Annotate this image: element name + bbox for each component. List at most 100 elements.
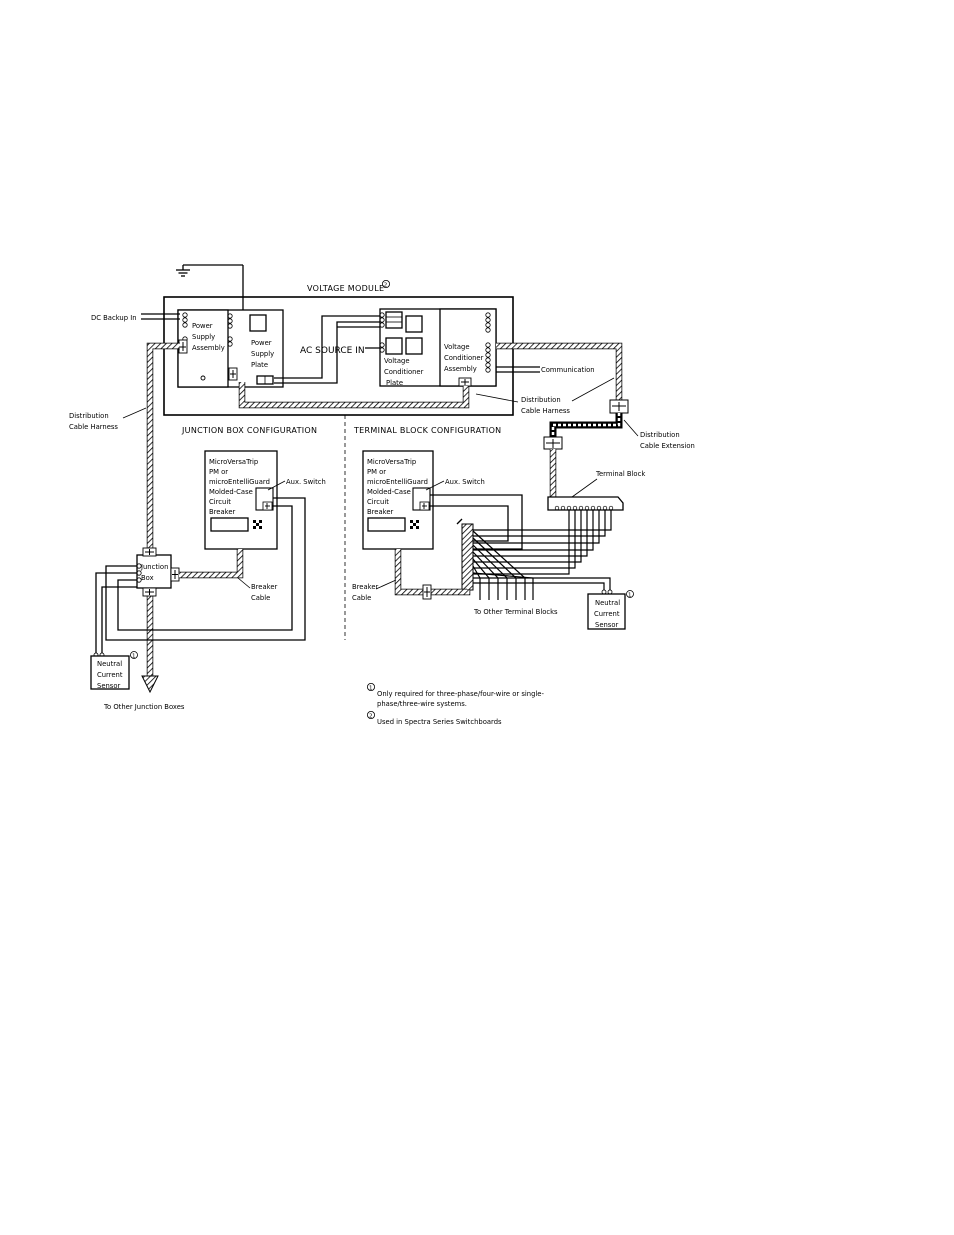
note1: 1 Only required for three-phase/four-wir… xyxy=(366,683,544,708)
note1-marker-left-icon: 1 xyxy=(130,651,138,660)
svg-text:Molded-Case: Molded-Case xyxy=(367,488,411,496)
voltage-module-enclosure xyxy=(163,296,514,416)
svg-text:Power: Power xyxy=(251,339,272,347)
note2-marker-icon: 2 xyxy=(381,279,390,289)
breaker-cable-right-plug-icon xyxy=(422,584,432,600)
svg-text:1: 1 xyxy=(628,593,632,599)
terminal-block-coil-icon xyxy=(554,505,614,511)
svg-text:Plate: Plate xyxy=(386,379,403,387)
junction-box-label: Junction Box xyxy=(140,563,168,582)
svg-text:Sensor: Sensor xyxy=(97,682,121,690)
svg-text:Breaker: Breaker xyxy=(209,508,236,516)
neutral-current-sensor-right-label: Neutral Current Sensor xyxy=(594,599,620,629)
svg-text:Cable Harness: Cable Harness xyxy=(69,423,118,431)
svg-text:Sensor: Sensor xyxy=(595,621,619,629)
svg-text:MicroVersaTrip: MicroVersaTrip xyxy=(209,458,258,466)
svg-text:Voltage: Voltage xyxy=(444,343,470,351)
svg-text:Molded-Case: Molded-Case xyxy=(209,488,253,496)
breaker-side-connector xyxy=(461,523,474,591)
dc-backup-in-label: DC Backup In xyxy=(91,314,137,322)
svg-text:Breaker: Breaker xyxy=(367,508,394,516)
power-supply-assembly-label: Power Supply Assembly xyxy=(192,322,225,352)
svg-text:MicroVersaTrip: MicroVersaTrip xyxy=(367,458,416,466)
conditioner-fuse-block xyxy=(385,311,403,329)
svg-text:Cable: Cable xyxy=(352,594,371,602)
conditioner-component-2 xyxy=(385,337,403,355)
svg-text:Plate: Plate xyxy=(251,361,268,369)
svg-text:2: 2 xyxy=(384,283,388,289)
power-supply-plate-label: Power Supply Plate xyxy=(251,339,274,369)
harness-plug-icon xyxy=(178,339,188,354)
aux-loop-left-inner xyxy=(117,505,293,631)
aux-switch-right-plug-icon xyxy=(419,501,430,511)
svg-text:Circuit: Circuit xyxy=(209,498,231,506)
svg-text:1: 1 xyxy=(369,686,373,692)
svg-text:microEntelliGuard: microEntelliGuard xyxy=(209,478,270,486)
ground-symbol xyxy=(176,264,243,277)
ac-source-in-label: AC SOURCE IN xyxy=(300,346,365,356)
terminal-wire-bundle xyxy=(471,510,612,575)
terminal-block-label: Terminal Block xyxy=(595,470,645,478)
aux-switch-right-label: Aux. Switch xyxy=(445,478,485,486)
conditioner-component-1 xyxy=(405,315,423,333)
svg-text:Supply: Supply xyxy=(251,350,274,358)
to-other-terminal-blocks-label: To Other Terminal Blocks xyxy=(473,608,558,616)
mounting-hole-icon xyxy=(200,375,206,381)
conditioner-plug-icon xyxy=(458,377,472,387)
junction-box-configuration-title: JUNCTION BOX CONFIGURATION xyxy=(181,426,317,435)
svg-text:Cable: Cable xyxy=(251,594,270,602)
svg-text:PM or: PM or xyxy=(367,468,386,476)
svg-text:Conditioner: Conditioner xyxy=(384,368,424,376)
right-harness-label: Distribution Cable Harness xyxy=(521,396,570,415)
svg-text:Power: Power xyxy=(192,322,213,330)
svg-text:1: 1 xyxy=(132,654,136,660)
svg-text:Only required for three-phase/: Only required for three-phase/four-wire … xyxy=(377,690,544,698)
breaker-right xyxy=(362,450,434,550)
aux-loop-right-outer xyxy=(430,494,523,550)
neutral-current-sensor-right xyxy=(587,593,626,630)
breaker-right-display xyxy=(367,517,406,532)
voltage-conditioner-assembly xyxy=(439,308,497,387)
svg-text:Distribution: Distribution xyxy=(640,431,680,439)
svg-text:Junction: Junction xyxy=(140,563,168,571)
svg-text:Used in Spectra Series Switchb: Used in Spectra Series Switchboards xyxy=(377,718,502,726)
note1-marker-right-icon: 1 xyxy=(626,590,634,599)
breaker-cable-left-label: Breaker Cable xyxy=(251,583,278,602)
left-harness-label: Distribution Cable Harness xyxy=(69,412,118,431)
svg-text:Current: Current xyxy=(594,610,620,618)
voltage-conditioner-assembly-label: Voltage Conditioner Assembly xyxy=(444,343,484,373)
svg-text:Breaker: Breaker xyxy=(352,583,379,591)
conditioner-connector-icon xyxy=(379,312,491,373)
svg-text:Neutral: Neutral xyxy=(97,660,122,668)
extension-label: Distribution Cable Extension xyxy=(640,431,695,450)
breaker-left-display xyxy=(210,517,249,532)
terminal-block xyxy=(547,496,624,511)
svg-text:PM or: PM or xyxy=(209,468,228,476)
down-arrow-icon xyxy=(141,675,159,694)
conditioner-component-3 xyxy=(405,337,423,355)
svg-text:Conditioner: Conditioner xyxy=(444,354,484,362)
svg-text:Assembly: Assembly xyxy=(192,344,225,352)
svg-text:Cable Harness: Cable Harness xyxy=(521,407,570,415)
svg-text:Distribution: Distribution xyxy=(521,396,561,404)
neutral-current-sensor-left xyxy=(90,655,130,690)
communication-label: Communication xyxy=(541,366,595,374)
voltage-module-title: VOLTAGE MODULE xyxy=(307,284,384,293)
fan-wires-to-other-terminal-blocks xyxy=(472,530,611,600)
svg-text:Assembly: Assembly xyxy=(444,365,477,373)
left-distribution-harness xyxy=(146,342,180,550)
aux-switch-left-label: Aux. Switch xyxy=(286,478,326,486)
ac-source-wire-2 xyxy=(274,321,383,384)
svg-text:Circuit: Circuit xyxy=(367,498,389,506)
neutral-current-sensor-left-label: Neutral Current Sensor xyxy=(97,660,123,690)
svg-text:Breaker: Breaker xyxy=(251,583,278,591)
junction-box-connector-icon xyxy=(142,547,180,597)
breaker-cable-right-label: Breaker Cable xyxy=(352,583,379,602)
aux-loop-left-outer xyxy=(105,497,306,641)
svg-text:Neutral: Neutral xyxy=(595,599,620,607)
voltage-conditioner-plate-label: Voltage Conditioner Plate xyxy=(384,357,424,387)
breaker-right-keypad-icon xyxy=(410,520,419,529)
svg-text:Cable Extension: Cable Extension xyxy=(640,442,695,450)
breaker-cable-right xyxy=(394,549,471,596)
power-supply-connector-icon xyxy=(182,312,233,347)
